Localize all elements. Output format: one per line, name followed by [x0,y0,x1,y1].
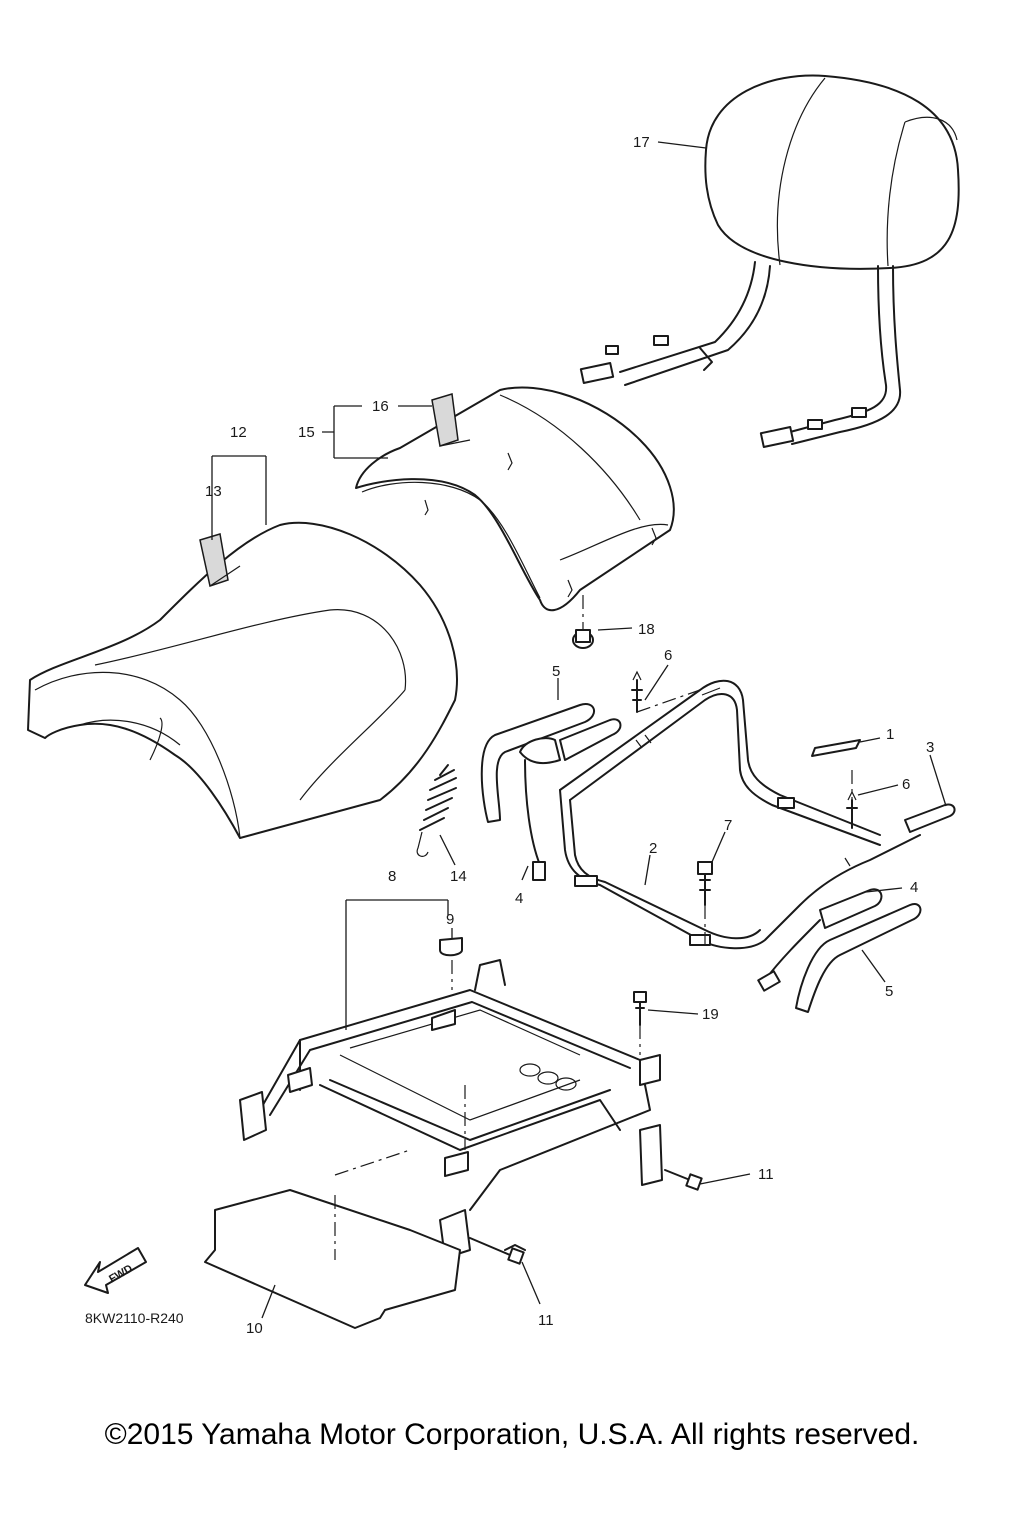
grommet-part [572,629,594,649]
fwd-arrow-icon: FWD [84,1247,147,1294]
diagram-code: 8KW2110-R240 [85,1310,184,1326]
callout-16: 16 [372,398,389,415]
callout-1: 1 [886,726,894,743]
callout-8: 8 [388,868,396,885]
callout-11b: 11 [538,1312,554,1329]
bolt-parts [469,1169,703,1265]
callout-5a: 5 [552,663,560,680]
callout-labels: 17 16 15 12 13 18 5 6 1 3 6 7 2 14 8 4 4… [205,134,934,1337]
callout-6a: 6 [664,647,672,664]
callout-10: 10 [246,1320,263,1337]
callout-4b: 4 [910,879,918,896]
callout-13: 13 [205,483,222,500]
tray-part [204,1189,461,1329]
passenger-seat-part [355,386,675,612]
callout-14: 14 [450,868,467,885]
callout-7: 7 [724,817,732,834]
callout-9: 9 [446,911,454,928]
callout-18: 18 [638,621,655,638]
fastener-parts [631,670,861,1026]
callout-3: 3 [926,739,934,756]
callout-12: 12 [230,424,247,441]
callout-17: 17 [633,134,650,151]
rider-seat-part [27,521,458,839]
leader-lines [211,141,947,1319]
spring-part [416,764,457,857]
callout-5b: 5 [885,983,893,1000]
callout-15: 15 [298,424,315,441]
assembly-lines [334,595,853,1260]
copyright-notice: ©2015 Yamaha Motor Corporation, U.S.A. A… [104,1418,920,1451]
callout-6b: 6 [902,776,910,793]
callout-11a: 11 [758,1166,774,1183]
callout-4a: 4 [515,890,523,907]
callout-2: 2 [649,840,657,857]
callout-19: 19 [702,1006,719,1023]
bracket-frame-part [559,679,956,950]
bumper-part [439,937,463,957]
grip-parts [480,703,922,1013]
backrest-part [579,74,960,448]
seat-frame-part [239,959,663,1259]
